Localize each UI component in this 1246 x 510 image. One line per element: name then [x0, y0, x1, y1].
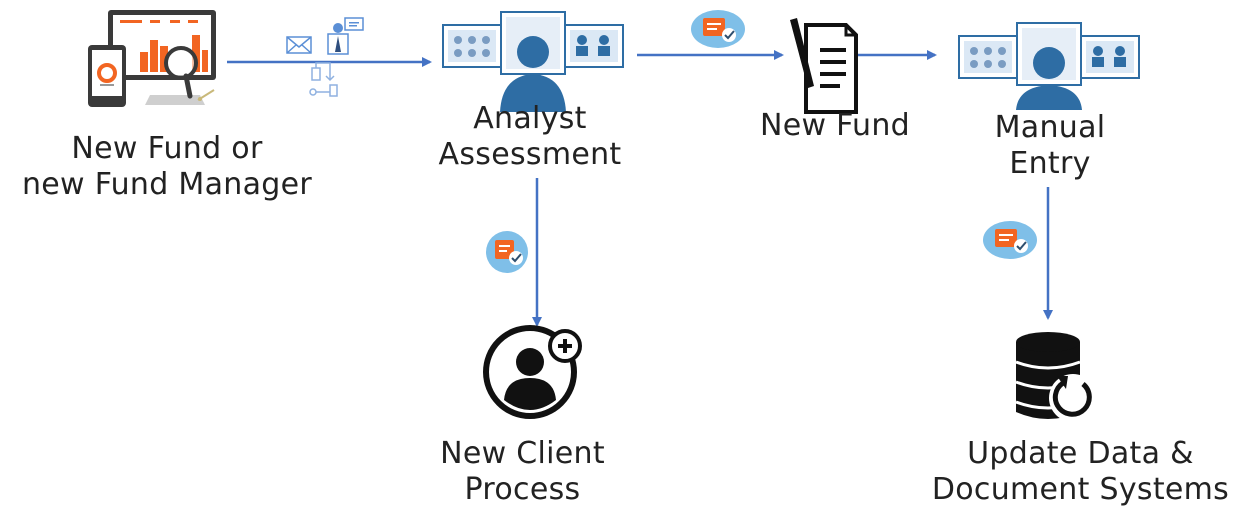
add-user-icon: [483, 325, 582, 419]
label-line: Update Data &: [967, 436, 1194, 471]
label-line: Process: [464, 472, 581, 507]
label-line: Document Systems: [931, 472, 1230, 507]
label-line: New Fund or: [71, 131, 263, 166]
label-new-client-process: New Client Process: [420, 436, 625, 508]
analyst-screens-icon-manual: [958, 22, 1140, 110]
label-manual-entry: Manual Entry: [960, 110, 1140, 182]
approved-document-badge-icon: [691, 10, 745, 48]
email-to-person-icon: [286, 17, 364, 55]
approved-document-badge-icon-client: [486, 231, 528, 273]
database-refresh-icon: [1015, 332, 1097, 422]
document-pen-icon: [790, 18, 858, 114]
label-line: New Client: [440, 436, 605, 471]
label-line: Manual: [994, 110, 1106, 145]
label-line: Analyst: [473, 101, 587, 136]
label-line: Entry: [1009, 146, 1091, 181]
workflow-icon: [309, 62, 338, 97]
analyst-screens-icon: [442, 11, 624, 112]
label-new-fund-or-manager: New Fund or new Fund Manager: [0, 131, 334, 203]
approved-document-badge-icon-update: [983, 221, 1037, 259]
label-new-fund: New Fund: [740, 108, 930, 144]
label-line: New Fund: [759, 108, 911, 143]
label-line: Assessment: [438, 137, 622, 172]
analytics-devices-icon: [88, 10, 216, 107]
label-line: new Fund Manager: [21, 167, 313, 202]
label-update-data-systems: Update Data & Document Systems: [915, 436, 1246, 508]
label-analyst-assessment: Analyst Assessment: [420, 101, 640, 173]
